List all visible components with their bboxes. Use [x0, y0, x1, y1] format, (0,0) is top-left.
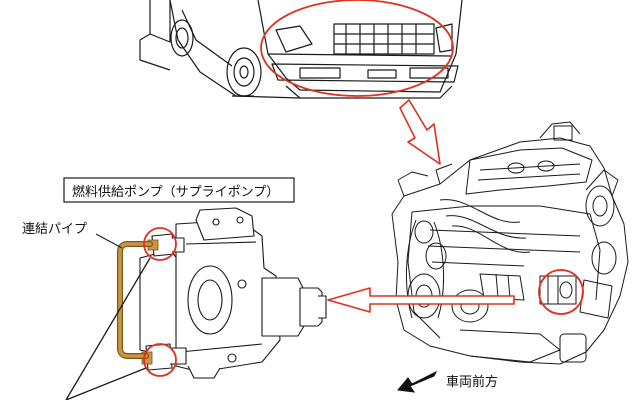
vehicle-front-arrow — [397, 370, 438, 393]
truck-front-highlight — [260, 0, 454, 97]
fitting-leader-upper — [65, 257, 151, 400]
fitting-leader-lower — [65, 367, 147, 400]
truck-illustration — [139, 0, 463, 99]
vehicle-front-label: 車両前方 — [446, 374, 498, 390]
pump-title-box — [63, 177, 295, 203]
connecting-pipe-leader — [95, 233, 123, 249]
engine-illustration — [391, 121, 629, 365]
supply-pump-illustration — [139, 207, 327, 379]
connecting-pipe-label: 連結パイプ — [22, 222, 87, 237]
upper-fitting-highlight — [143, 227, 177, 261]
engine-pump-highlight — [538, 269, 584, 315]
pump-title: 燃料供給ポンプ（サプライポンプ） — [72, 184, 279, 200]
lower-fitting-highlight — [143, 343, 177, 377]
hollow-arrow-down — [399, 99, 441, 165]
hollow-arrow-left — [327, 287, 515, 313]
